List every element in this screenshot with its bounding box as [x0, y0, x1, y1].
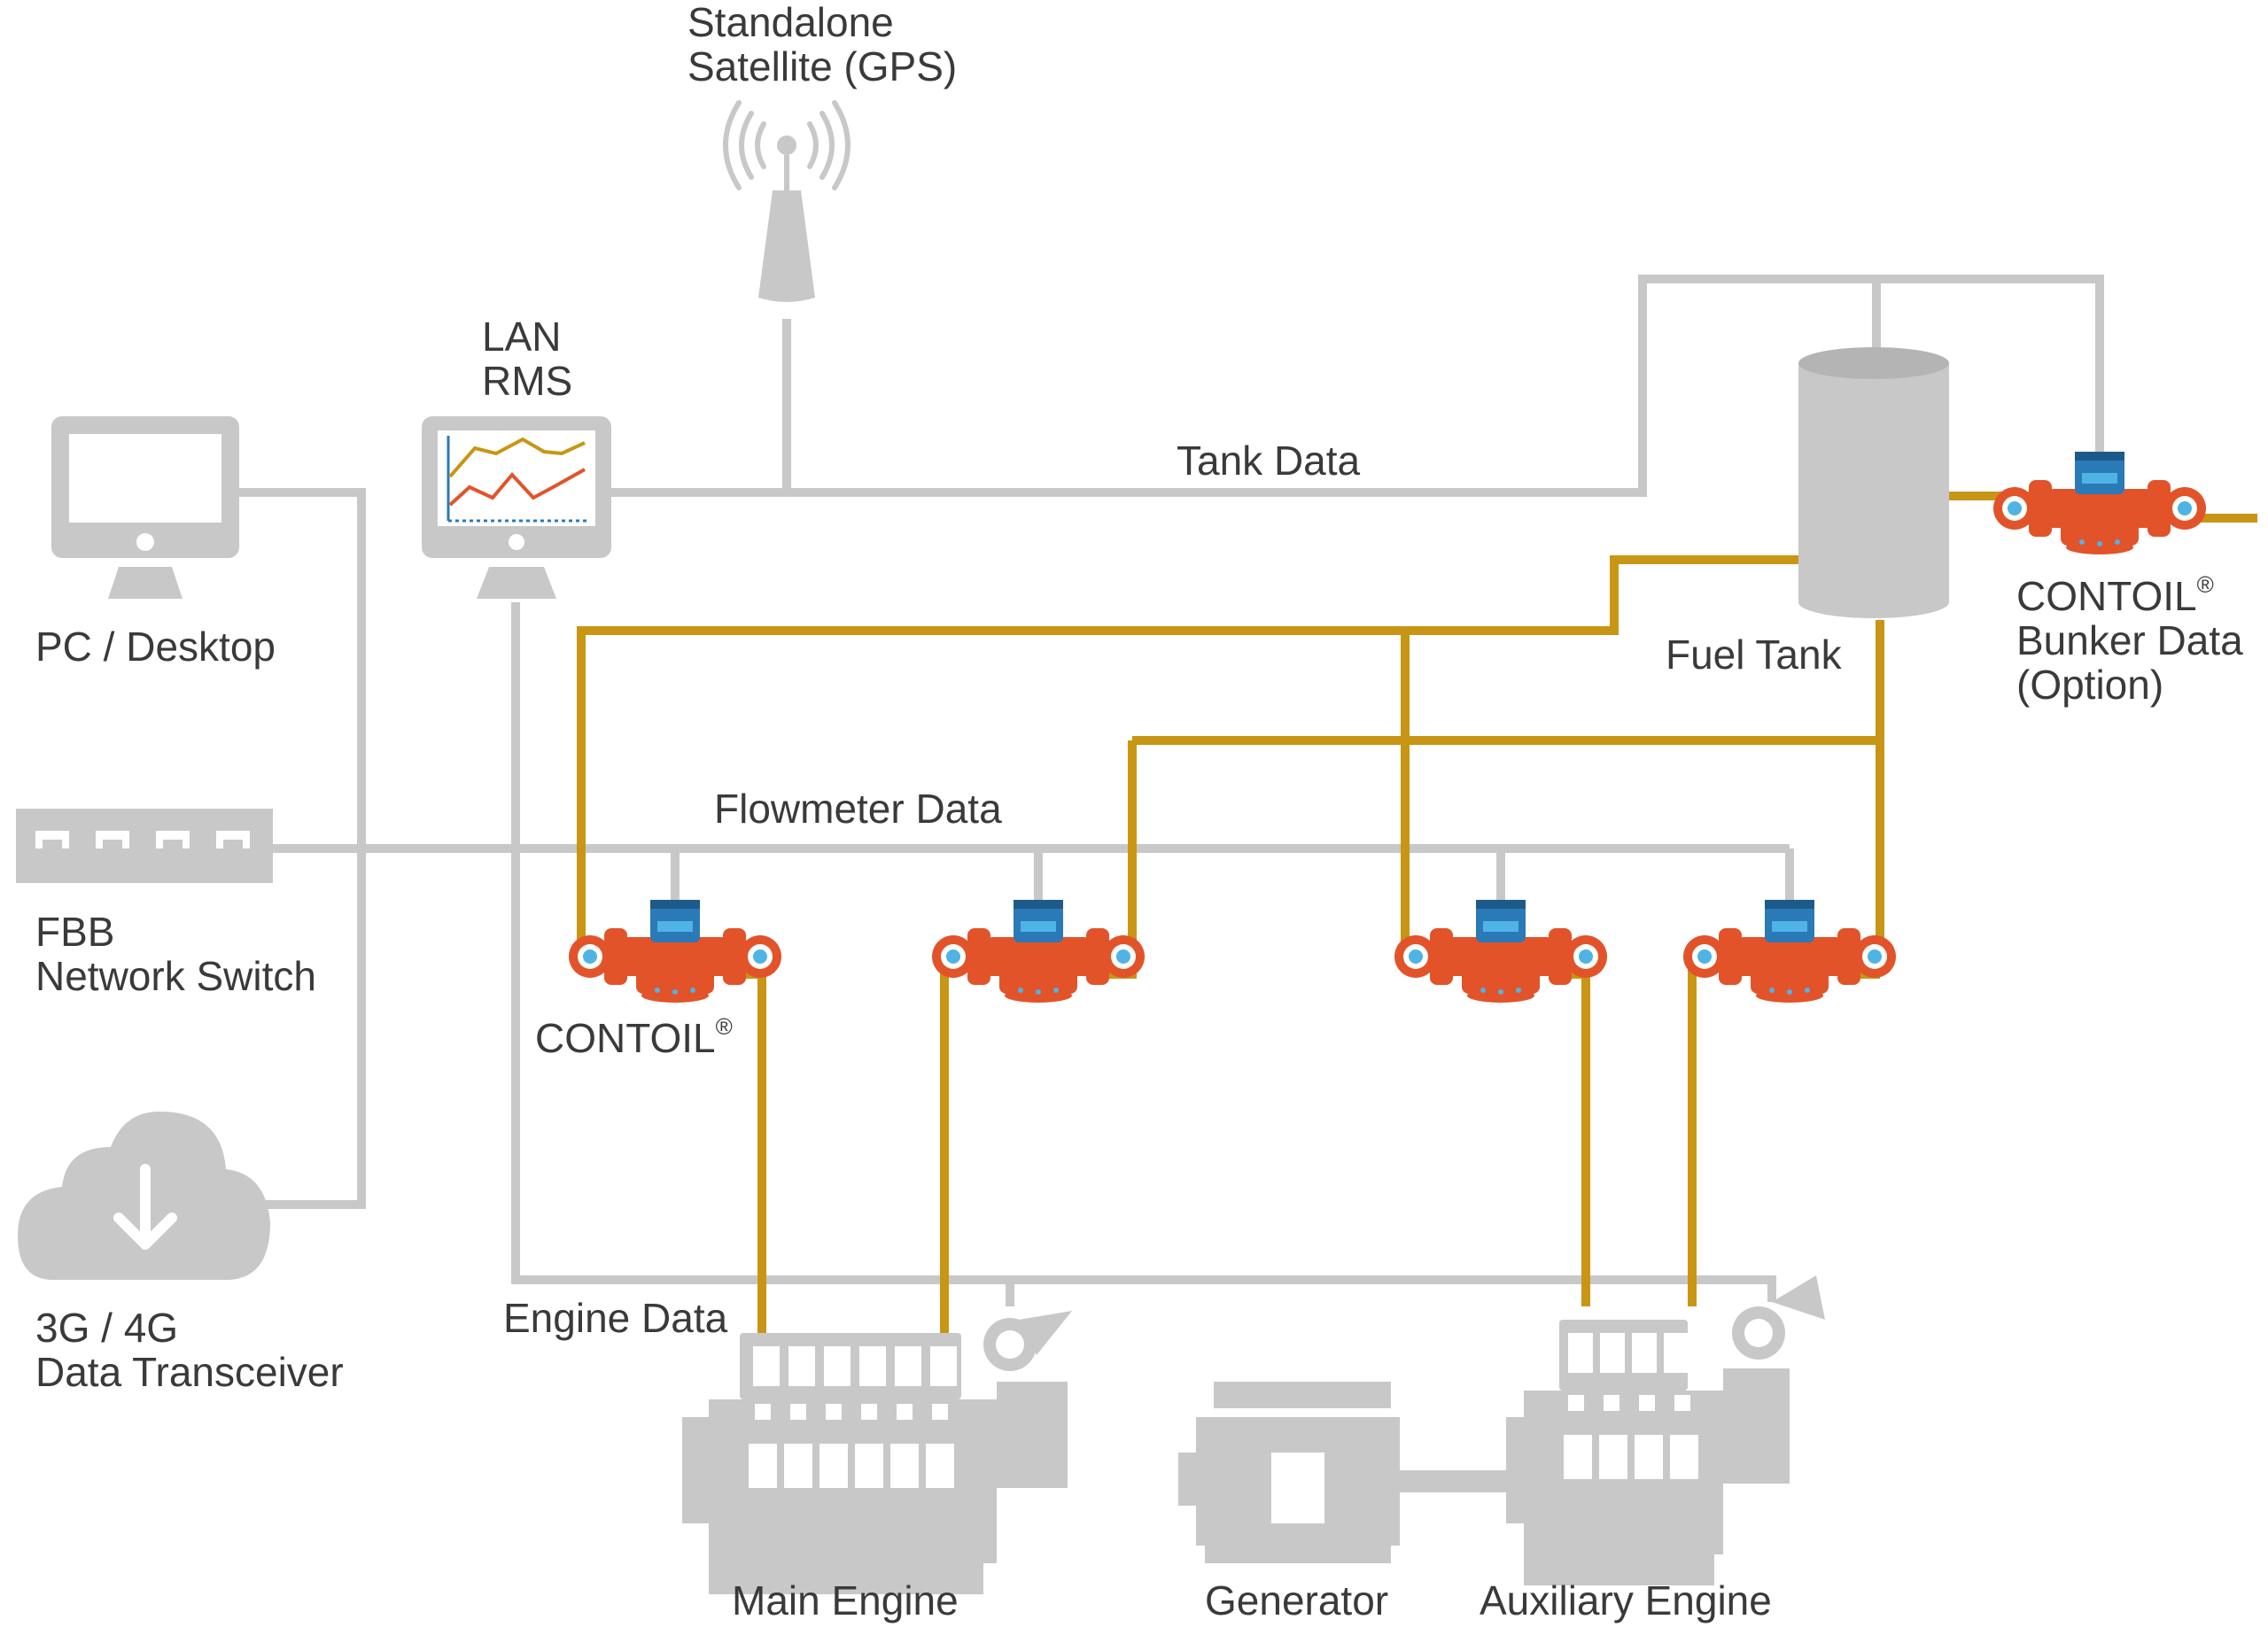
desktop-monitor-icon: [51, 416, 239, 599]
flowmeter-data-label: Flowmeter Data: [714, 786, 1002, 832]
auxiliary-engine-icon: [1506, 1275, 1825, 1585]
tank-data-line: [611, 275, 2104, 497]
cloud-download-icon: [18, 1112, 270, 1280]
engine-data-line: [511, 602, 1776, 1302]
bunker-data-label: CONTOIL® Bunker Data (Option): [2016, 571, 2243, 708]
tank-data-label: Tank Data: [1177, 438, 1361, 484]
flowmeter-icon: [1394, 900, 1607, 1003]
flowmeter-icon: [569, 900, 781, 1003]
fuel-tank-label: Fuel Tank: [1666, 632, 1842, 678]
contoil-label: CONTOIL®: [535, 1013, 733, 1061]
gps-antenna-icon: [723, 100, 850, 302]
pc-desktop-label: PC / Desktop: [35, 624, 276, 670]
fuel-tank-icon: [1798, 347, 1949, 618]
monitor-chart-icon: [422, 416, 611, 599]
engine-data-label: Engine Data: [503, 1295, 728, 1341]
flowmeter-icon: [1683, 900, 1896, 1003]
main-engine-icon: [682, 1311, 1072, 1594]
network-switch-icon: [16, 809, 273, 883]
main-engine-label: Main Engine: [732, 1577, 959, 1623]
generator-label: Generator: [1205, 1577, 1389, 1623]
auxiliary-engine-label: Auxiliary Engine: [1480, 1577, 1772, 1623]
bunker-flowmeter-icon: [1993, 452, 2206, 554]
generator-icon: [1178, 1382, 1506, 1563]
flowmeter-icon: [932, 900, 1145, 1003]
